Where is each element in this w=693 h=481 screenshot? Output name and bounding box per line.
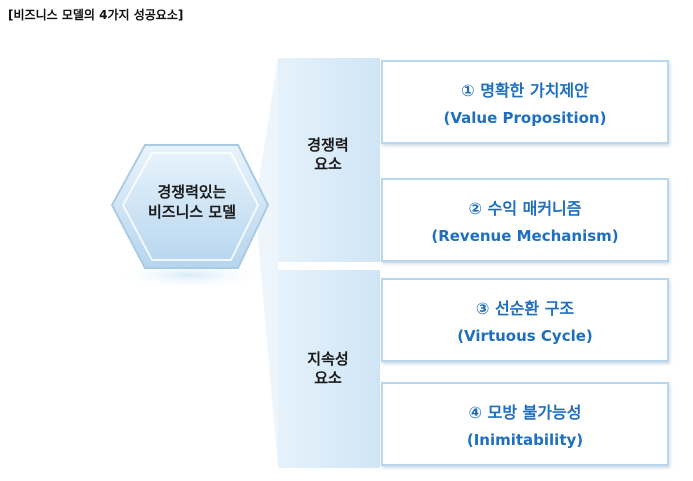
factor-korean: ② 수익 매커니즘 bbox=[468, 199, 582, 218]
panel-competitiveness bbox=[278, 58, 380, 262]
factor-box-value-proposition: ① 명확한 가치제안 (Value Proposition) bbox=[381, 60, 669, 144]
hexagon-inner bbox=[121, 152, 260, 261]
connector-wedge bbox=[255, 58, 278, 468]
factor-english: (Revenue Mechanism) bbox=[431, 227, 619, 245]
figure-title: [비즈니스 모델의 4가지 성공요소] bbox=[8, 8, 184, 22]
center-label: 경쟁력있는 비즈니스 모델 bbox=[112, 182, 272, 222]
hexagon-shape bbox=[110, 144, 270, 269]
factor-korean: ③ 선순환 구조 bbox=[475, 299, 575, 318]
panel-sustainability bbox=[278, 270, 380, 468]
factor-english: (Inimitability) bbox=[466, 431, 584, 449]
center-line-2: 비즈니스 모델 bbox=[147, 203, 237, 221]
factor-english: (Value Proposition) bbox=[443, 109, 607, 127]
group-label-sustainability: 지속성 요소 bbox=[288, 350, 368, 388]
group-line-1: 경쟁력 bbox=[307, 136, 349, 154]
factor-english: (Virtuous Cycle) bbox=[457, 327, 593, 345]
factor-box-revenue-mechanism: ② 수익 매커니즘 (Revenue Mechanism) bbox=[381, 178, 669, 262]
group-line-2: 요소 bbox=[314, 369, 342, 387]
factor-box-virtuous-cycle: ③ 선순환 구조 (Virtuous Cycle) bbox=[381, 278, 669, 362]
factor-korean: ④ 모방 불가능성 bbox=[468, 403, 582, 422]
factor-korean: ① 명확한 가치제안 bbox=[461, 81, 589, 100]
group-line-2: 요소 bbox=[314, 155, 342, 173]
factor-box-inimitability: ④ 모방 불가능성 (Inimitability) bbox=[381, 382, 669, 466]
center-line-1: 경쟁력있는 bbox=[157, 183, 227, 201]
group-label-competitiveness: 경쟁력 요소 bbox=[288, 136, 368, 174]
group-line-1: 지속성 bbox=[307, 350, 349, 368]
